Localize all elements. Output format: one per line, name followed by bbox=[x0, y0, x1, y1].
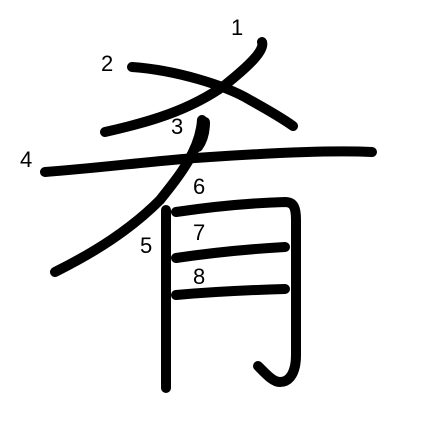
stroke-number-2: 2 bbox=[101, 51, 113, 76]
stroke-2-path bbox=[127, 62, 298, 131]
stroke-7-path bbox=[171, 197, 301, 387]
stroke-1-path bbox=[100, 37, 268, 137]
stroke-8-path bbox=[171, 242, 290, 263]
stroke-number-7: 7 bbox=[193, 220, 205, 245]
stroke-number-4: 4 bbox=[20, 147, 32, 172]
stroke-number-3: 3 bbox=[171, 114, 183, 139]
stroke-number-6: 6 bbox=[193, 174, 205, 199]
stroke-4-path bbox=[40, 146, 377, 177]
stroke-5-path bbox=[50, 115, 207, 277]
stroke-number-1: 1 bbox=[231, 15, 243, 40]
stroke-number-5: 5 bbox=[140, 233, 152, 258]
stroke-9-path bbox=[171, 284, 290, 300]
stroke-number-8: 8 bbox=[193, 264, 205, 289]
